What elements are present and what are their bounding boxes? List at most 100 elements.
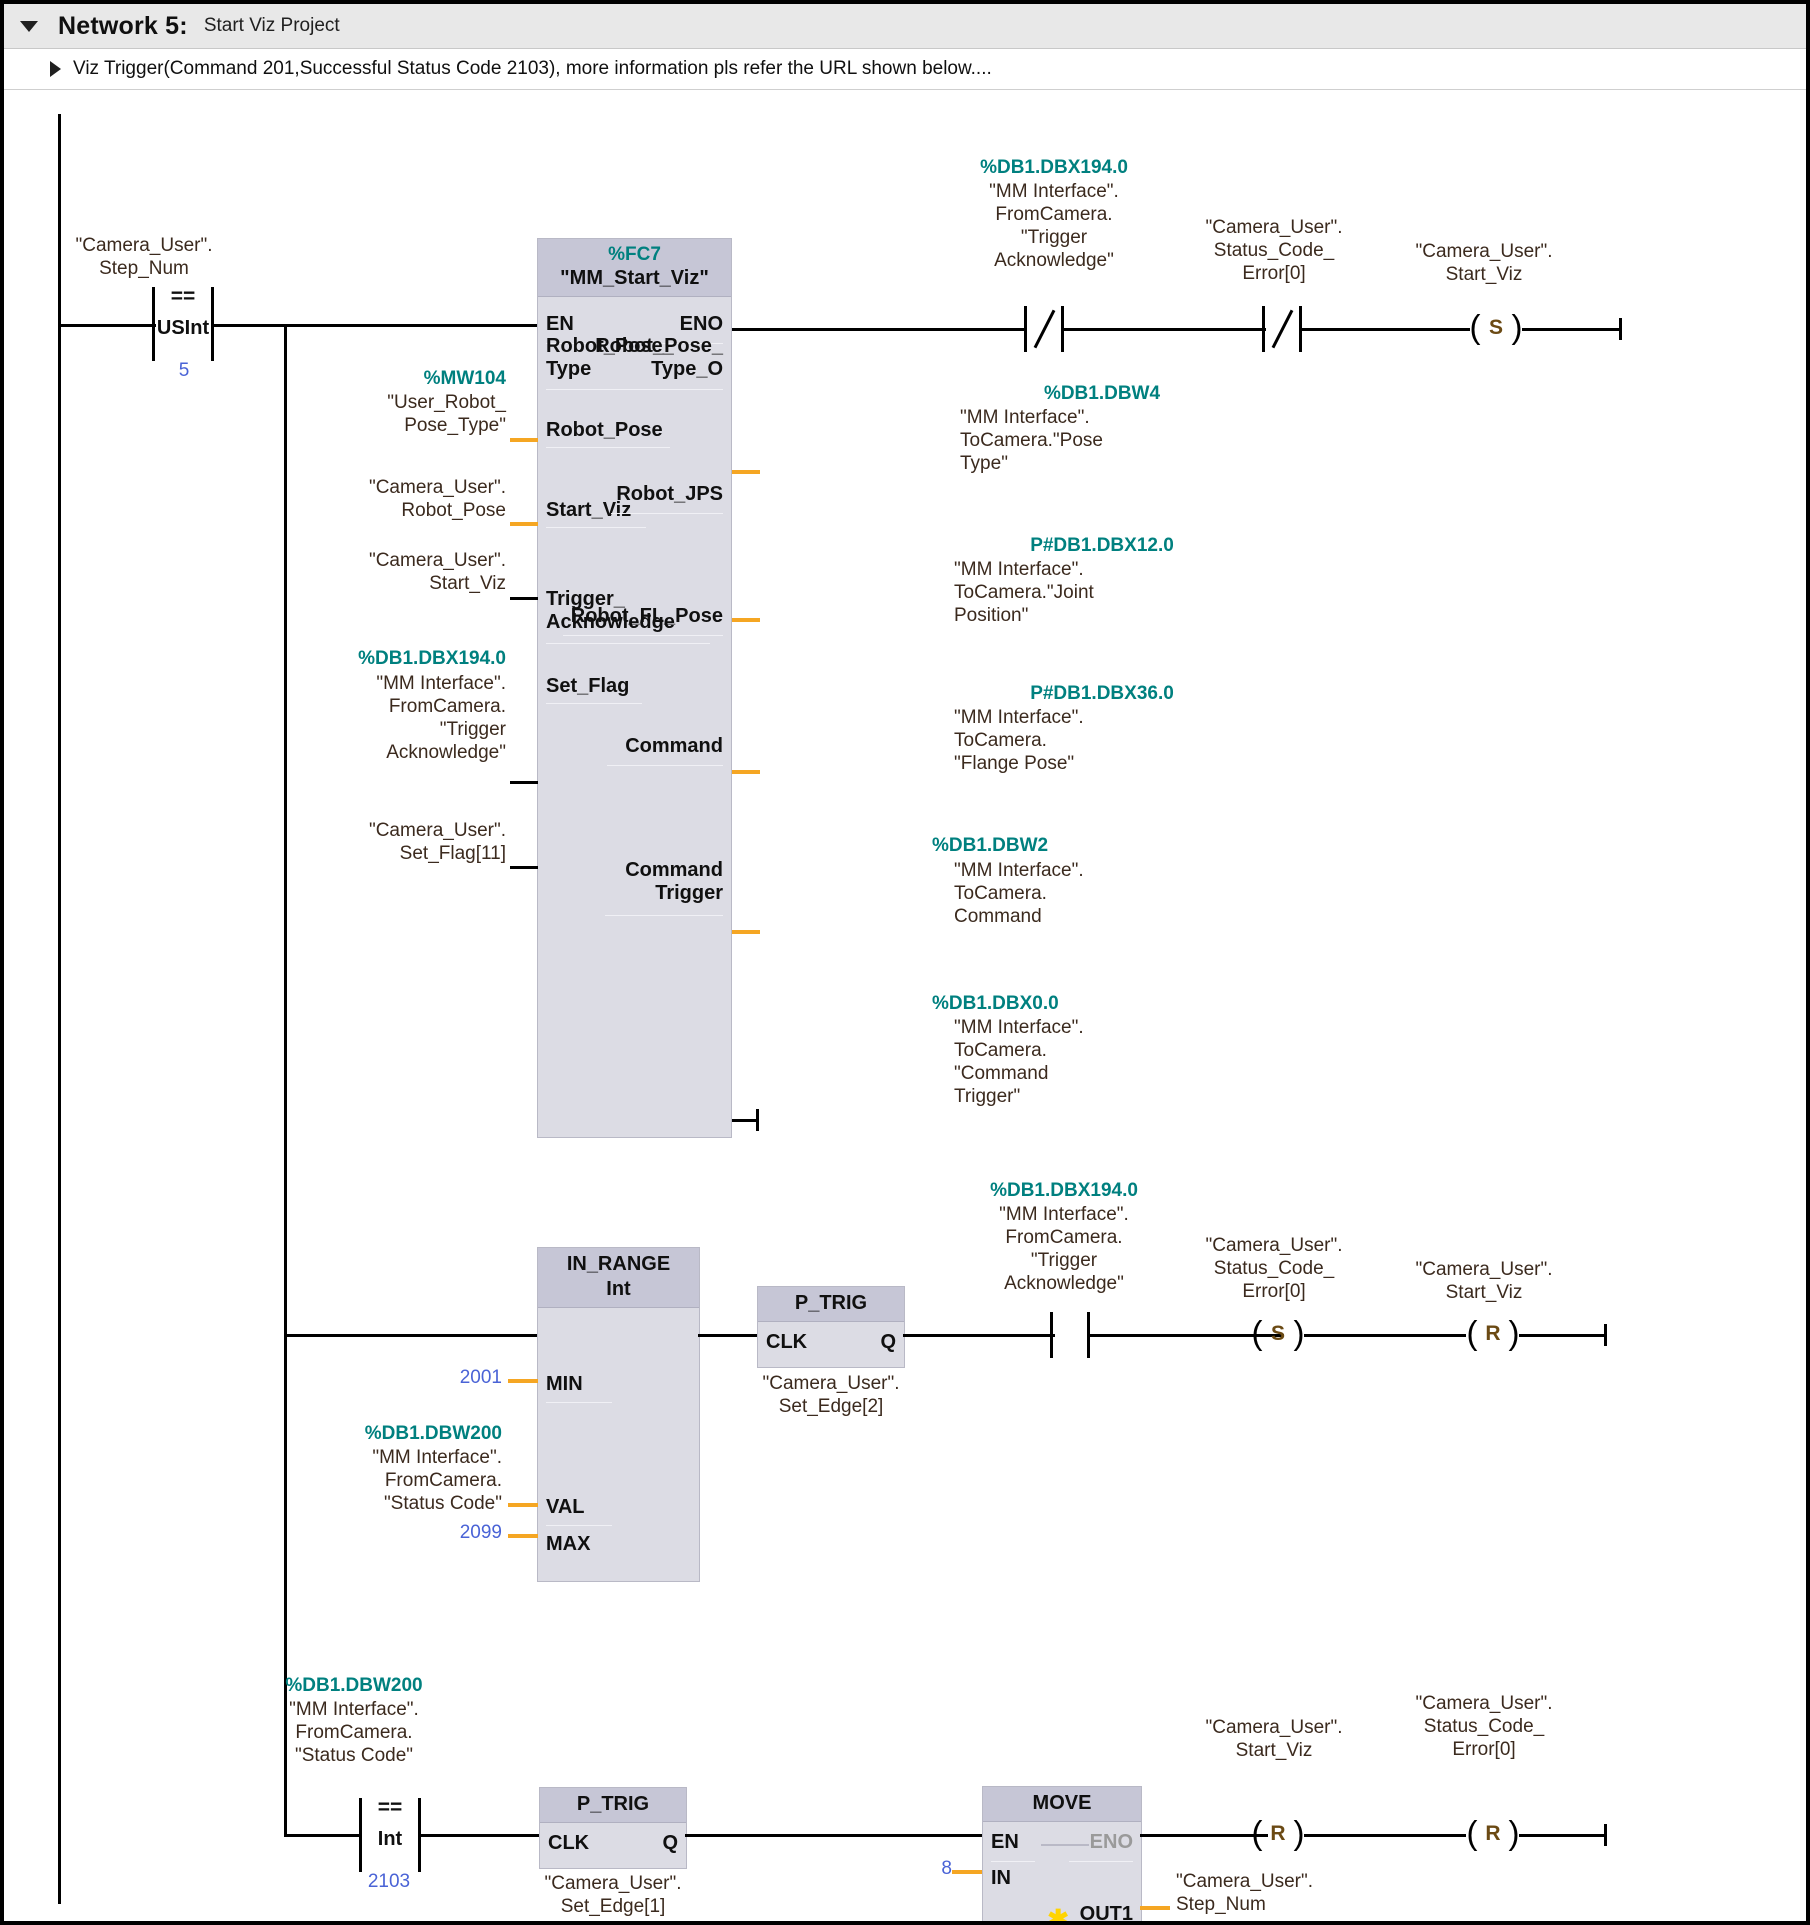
move-pin-in: IN — [991, 1867, 1011, 1889]
rung3-coil-reset-startviz[interactable]: ( R ) — [1251, 1814, 1305, 1851]
fc7-in3-wire — [510, 781, 538, 784]
fc7-out0-symbol: "MM Interface". ToCamera."Pose Type" — [960, 407, 1103, 474]
fc7-out1-wire — [732, 618, 760, 622]
in-range-min-value: 2001 — [459, 1367, 502, 1388]
rung2-ptrig-block[interactable]: P_TRIG CLK Q — [757, 1286, 905, 1368]
rung3-coil2-letter: R — [1485, 1822, 1501, 1845]
rung1-compare-symbol: "Camera_User". Step_Num — [75, 235, 213, 279]
fc7-block-header: %FC7 "MM_Start_Viz" — [538, 239, 731, 297]
collapse-triangle-icon[interactable] — [20, 20, 38, 32]
rung1-wire-contact2-to-coil — [1300, 328, 1470, 331]
rung3-wire-move-to-coil1 — [1140, 1834, 1268, 1837]
rung3-compare-type: Int — [377, 1828, 403, 1850]
rung3-wire-compare-to-ptrig — [418, 1834, 542, 1837]
rung2-coil-set[interactable]: ( S ) — [1251, 1314, 1305, 1351]
rung1-contact2-nc[interactable] — [1262, 306, 1302, 352]
rung3-compare-symbol: "MM Interface". FromCamera. "Status Code… — [289, 1699, 419, 1766]
fc7-block[interactable]: %FC7 "MM_Start_Viz" EN ENO Robot_Pose_ T… — [537, 238, 732, 1138]
rung3-coil2-symbol: "Camera_User". Status_Code_ Error[0] — [1415, 1693, 1553, 1760]
move-in-value: 8 — [941, 1858, 952, 1879]
fc7-out0-address: %DB1.DBW4 — [1043, 383, 1161, 404]
in-range-val-address: %DB1.DBW200 — [364, 1423, 502, 1444]
rung3-wire-branch-to-compare — [284, 1834, 362, 1837]
fc7-in2-symbol: "Camera_User". Start_Viz — [368, 550, 506, 594]
fc7-pin-robot-pose-type-o: Robot_Pose_ Type_O — [595, 335, 723, 380]
fc7-pin-en: EN — [546, 313, 574, 335]
rung3-ptrig-block[interactable]: P_TRIG CLK Q — [539, 1787, 687, 1869]
rung-branch-vertical — [284, 324, 287, 1834]
move-block[interactable]: MOVE EN ENO IN OUT1 ✱ — [982, 1786, 1142, 1925]
in-range-pin-min: MIN — [546, 1373, 583, 1395]
fc7-in1-symbol: "Camera_User". Robot_Pose — [368, 477, 506, 521]
rung3-wire-ptrig-to-move — [685, 1834, 985, 1837]
rung2-contact1-symbol: "MM Interface". FromCamera. "Trigger Ack… — [999, 1204, 1129, 1294]
rung3-compare-address: %DB1.DBW200 — [285, 1675, 423, 1696]
rung2-wire-branch-to-inrange — [284, 1334, 539, 1337]
fc7-pin-command-trigger: Command Trigger — [625, 859, 723, 904]
move-header: MOVE — [983, 1787, 1141, 1822]
fc7-pin-robot-jps: Robot_JPS — [616, 483, 723, 505]
fc7-out4-wire — [732, 1119, 758, 1122]
in-range-name: IN_RANGE — [566, 1253, 671, 1275]
fc7-in3-symbol: "MM Interface". FromCamera. "Trigger Ack… — [376, 673, 506, 763]
fc7-address: %FC7 — [608, 244, 661, 265]
move-in-wire — [952, 1870, 982, 1874]
fc7-pin-set-flag: Set_Flag — [546, 675, 630, 697]
rung1-compare-value: 5 — [178, 360, 190, 381]
network-label: Network 5: — [58, 11, 188, 40]
rung3-compare-operator: == — [377, 1796, 403, 1819]
in-range-val-wire — [508, 1503, 538, 1507]
fc7-pin-start-viz: Start_Viz — [546, 499, 632, 521]
rung2-coil1-letter: S — [1270, 1322, 1285, 1345]
rung1-coil-set[interactable]: ( S ) — [1469, 308, 1523, 345]
fc7-in0-address: %MW104 — [423, 368, 506, 389]
network-title: Start Viz Project — [203, 15, 340, 36]
fc7-in3-address: %DB1.DBX194.0 — [358, 648, 506, 669]
fc7-out4-symbol: "MM Interface". ToCamera. "Command Trigg… — [954, 1017, 1084, 1107]
expand-triangle-icon[interactable] — [50, 61, 61, 77]
in-range-header: IN_RANGE Int — [538, 1248, 699, 1308]
fc7-out4-address: %DB1.DBX0.0 — [932, 993, 1059, 1014]
rung2-wire-ptrig-to-contact — [903, 1334, 1055, 1337]
rung2-ptrig-instance: "Camera_User". Set_Edge[2] — [762, 1373, 900, 1417]
rung2-contact1-no[interactable] — [1050, 1312, 1090, 1358]
rung3-end-cap — [1604, 1824, 1607, 1846]
rung1-contact1-nc[interactable] — [1024, 306, 1064, 352]
rung3-coil-reset-statuscode[interactable]: ( R ) — [1466, 1814, 1520, 1851]
rung2-ptrig-name: P_TRIG — [794, 1292, 868, 1314]
rung3-wire-coil2-to-end — [1519, 1834, 1607, 1837]
rung3-coil1-letter: R — [1270, 1822, 1286, 1845]
in-range-pin-max: MAX — [546, 1533, 591, 1555]
move-pin-out1: OUT1 — [1079, 1903, 1133, 1925]
move-out-asterisk-icon: ✱ — [1047, 1904, 1069, 1925]
fc7-out2-symbol: "MM Interface". ToCamera. "Flange Pose" — [954, 707, 1084, 774]
rung1-contact2-symbol: "Camera_User". Status_Code_ Error[0] — [1205, 217, 1343, 284]
rung2-coil2-letter: R — [1485, 1322, 1501, 1345]
rung2-wire-coil1-to-coil2 — [1304, 1334, 1466, 1337]
rung2-end-cap — [1604, 1324, 1607, 1346]
rung3-ptrig-name: P_TRIG — [576, 1793, 650, 1815]
fc7-out3-symbol: "MM Interface". ToCamera. Command — [954, 860, 1084, 927]
in-range-block[interactable]: IN_RANGE Int MIN VAL MAX — [537, 1247, 700, 1582]
in-range-pin-val: VAL — [546, 1496, 585, 1518]
fc7-in2-wire — [510, 597, 538, 600]
rung3-compare-contact[interactable]: == Int — [359, 1796, 421, 1872]
fc7-in4-wire — [510, 866, 538, 869]
rung1-compare-contact[interactable]: == USInt — [152, 285, 214, 361]
rung2-ptrig-pin-clk: CLK — [766, 1331, 808, 1353]
move-pin-en: EN — [991, 1831, 1019, 1853]
rung3-ptrig-pin-clk: CLK — [548, 1832, 590, 1854]
rung3-compare-value: 2103 — [367, 1871, 411, 1892]
rung1-wire-rail-to-compare — [58, 324, 156, 327]
rung1-coil-letter: S — [1488, 316, 1503, 339]
fc7-pin-robot-fl-pose: Robot_FL_Pose — [570, 605, 723, 627]
rung3-coil1-symbol: "Camera_User". Start_Viz — [1205, 1717, 1343, 1761]
rung2-coil-reset[interactable]: ( R ) — [1466, 1314, 1520, 1351]
rung2-contact1-address: %DB1.DBX194.0 — [990, 1180, 1138, 1201]
rung3-ptrig-header: P_TRIG — [540, 1788, 686, 1823]
rung2-coil1-symbol: "Camera_User". Status_Code_ Error[0] — [1205, 1235, 1343, 1302]
fc7-pin-command: Command — [625, 735, 723, 757]
fc7-out2-wire — [732, 770, 760, 774]
fc7-out1-address: P#DB1.DBX12.0 — [1030, 535, 1174, 556]
rung1-wire-compare-to-en — [211, 324, 541, 327]
